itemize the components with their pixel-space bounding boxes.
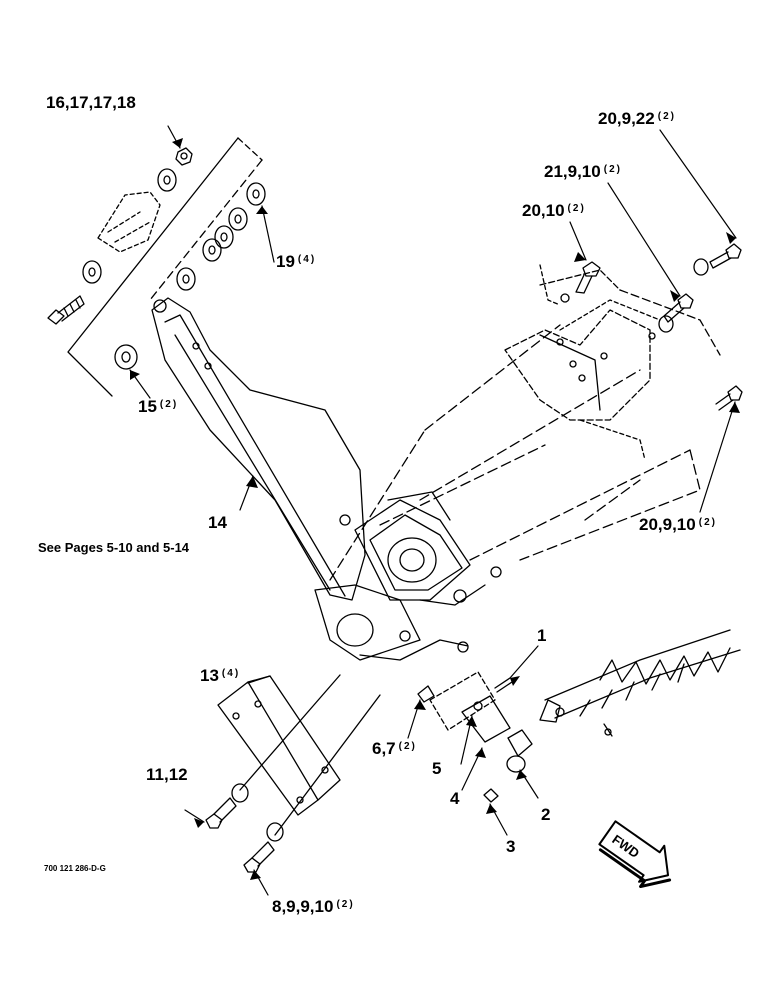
washer-icon [693,258,709,276]
callout-20-9-22: 20,9,22(2) [598,110,676,128]
callout-qty: (2) [603,164,622,175]
fwd-arrow-icon: FWD [598,820,672,889]
callout-15: 15(2) [138,398,178,416]
bolt-icon [715,385,743,411]
callout-14: 14 [208,514,227,532]
callout-qty: (2) [698,517,717,528]
callout-qty: (2) [657,111,676,122]
callout-number: 19 [276,252,295,271]
callout-number: 14 [208,513,227,532]
callout-13: 13(4) [200,667,240,685]
callout-1: 1 [537,627,546,645]
callout-qty: (4) [221,668,241,679]
knife-head-parts [417,671,533,803]
bolt-icon [663,293,694,323]
callout-qty: (2) [336,899,355,910]
callout-5: 5 [432,760,441,778]
callout-3: 3 [506,838,515,856]
callout-16-17-17-18: 16,17,17,18 [46,94,136,112]
callout-20-9-10: 20,9,10(2) [639,516,717,534]
mounting-frame [504,264,721,461]
callout-19: 19(4) [276,253,316,271]
washer-stack [176,182,266,291]
callout-number: 6,7 [372,739,396,758]
callout-20-10: 20,10(2) [522,202,586,220]
callout-11-12: 11,12 [146,766,188,784]
callout-2: 2 [541,806,550,824]
callout-number: 20,9,10 [639,515,696,534]
callout-number: 4 [450,789,460,808]
callout-qty: (2) [159,399,179,410]
callout-number: 11,12 [146,765,188,784]
drawing-id: 700 121 286-D-G [44,864,106,873]
pitman-arm [151,297,366,601]
washer-icon [231,783,249,803]
washer-icon [658,315,674,333]
washer-icon [266,822,284,842]
bolt-icon [709,243,742,269]
callout-4: 4 [450,790,459,808]
callout-6-7: 6,7(2) [372,740,417,758]
washer-icon [114,344,138,370]
guard-plates [217,674,381,836]
bolt-icon [243,841,275,873]
callout-number: 1 [537,626,547,645]
washer-icon [157,168,177,192]
callout-number: 21,9,10 [544,162,601,181]
projection-lines [329,324,701,581]
washer-icon [82,260,102,284]
callout-number: 16,17,17,18 [46,93,136,112]
nut-icon [175,147,193,166]
callout-number: 13 [200,666,219,685]
callout-qty: (2) [567,203,586,214]
bolt-icon [47,295,85,325]
bolt-icon [205,797,237,829]
leader-lines [129,125,737,896]
callout-number: 3 [506,837,516,856]
see-pages-note: See Pages 5-10 and 5-14 [38,540,190,555]
hardware-group-left [47,137,266,397]
callout-number: 15 [138,397,157,416]
callout-number: 8,9,9,10 [272,897,334,916]
callout-qty: (2) [398,741,417,752]
bolt-icon [575,261,601,294]
callout-number: 2 [541,805,551,824]
callout-21-9-10: 21,9,10(2) [544,163,622,181]
callout-number: 20,9,22 [598,109,655,128]
sickle-bar [539,629,741,737]
gearbox-assembly [314,491,502,661]
callout-number: 5 [432,759,442,778]
callout-8-9-9-10: 8,9,9,10(2) [272,898,355,916]
leader-arrowheads [130,138,740,880]
bracket-outline [97,191,161,253]
callout-qty: (4) [297,254,317,265]
callout-number: 20,10 [522,201,565,220]
